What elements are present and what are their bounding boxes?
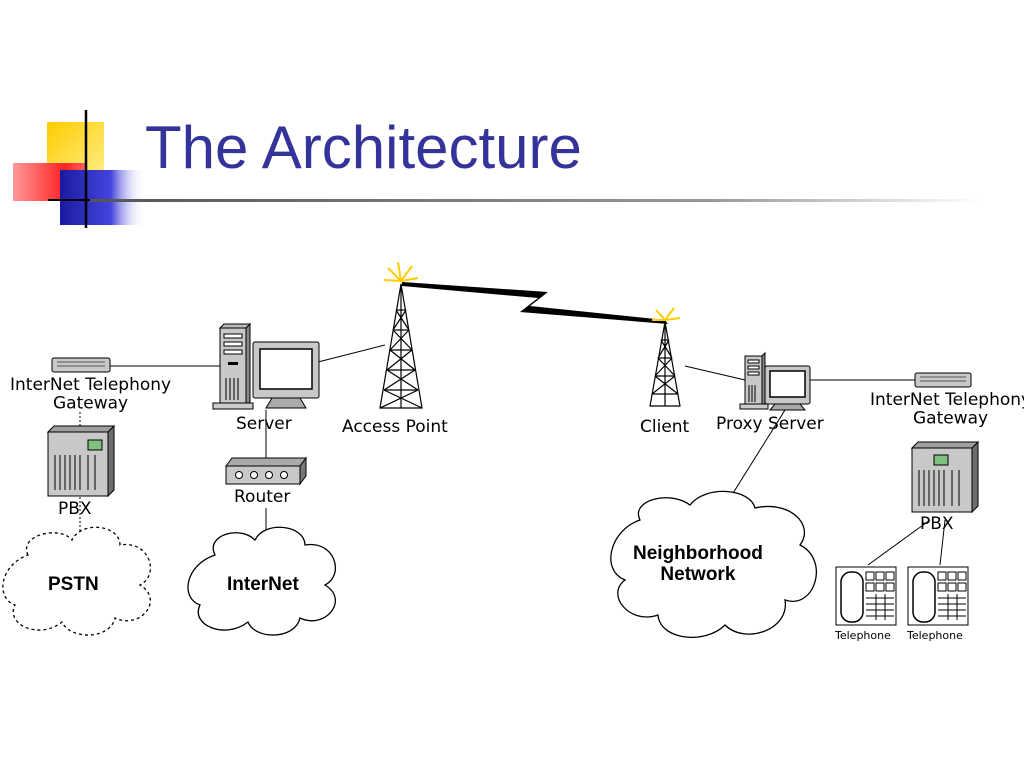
proxy-server[interactable] xyxy=(739,351,811,411)
pbx-left-label: PBX xyxy=(58,499,92,519)
telephone-2-label: Telephone xyxy=(906,629,963,642)
router-label: Router xyxy=(234,487,290,507)
pbx-right[interactable] xyxy=(910,440,980,514)
title-underline xyxy=(90,199,980,202)
slide-title: The Architecture xyxy=(145,114,582,181)
server-label: Server xyxy=(236,414,292,434)
link-server-accesspoint xyxy=(317,344,386,363)
pbx-left[interactable] xyxy=(46,424,116,498)
access-point-label: Access Point xyxy=(342,417,448,437)
telephone-1-icon[interactable] xyxy=(835,566,897,626)
client-signal-icon xyxy=(652,307,681,321)
internet-label: InterNet xyxy=(227,574,299,595)
router[interactable] xyxy=(225,456,307,486)
telephone-1-label: Telephone xyxy=(834,629,891,642)
access-point-tower[interactable] xyxy=(379,283,423,409)
wireless-link xyxy=(402,282,668,324)
link-pbx-telephone1 xyxy=(867,519,931,566)
internet-cloud xyxy=(187,526,336,636)
link-pbx-telephone2 xyxy=(939,519,946,566)
access-point-signal-icon xyxy=(383,261,419,282)
server[interactable] xyxy=(212,322,320,410)
title-decoration xyxy=(13,110,150,228)
proxy-server-label: Proxy Server xyxy=(716,414,824,434)
link-proxy-neighborhood xyxy=(729,409,786,499)
internet-telephony-gateway-right[interactable] xyxy=(914,372,972,388)
pstn-label: PSTN xyxy=(48,574,99,595)
pbx-right-label: PBX xyxy=(920,514,954,534)
pstn-cloud xyxy=(2,526,151,636)
internet-telephony-gateway-left[interactable] xyxy=(51,357,111,373)
client-label: Client xyxy=(640,417,690,437)
client-tower[interactable] xyxy=(649,321,681,407)
deco-blue-square xyxy=(60,170,145,225)
telephone-2-icon[interactable] xyxy=(907,566,969,626)
neighborhood-network-cloud xyxy=(610,490,817,638)
link-client-proxy xyxy=(684,365,746,381)
